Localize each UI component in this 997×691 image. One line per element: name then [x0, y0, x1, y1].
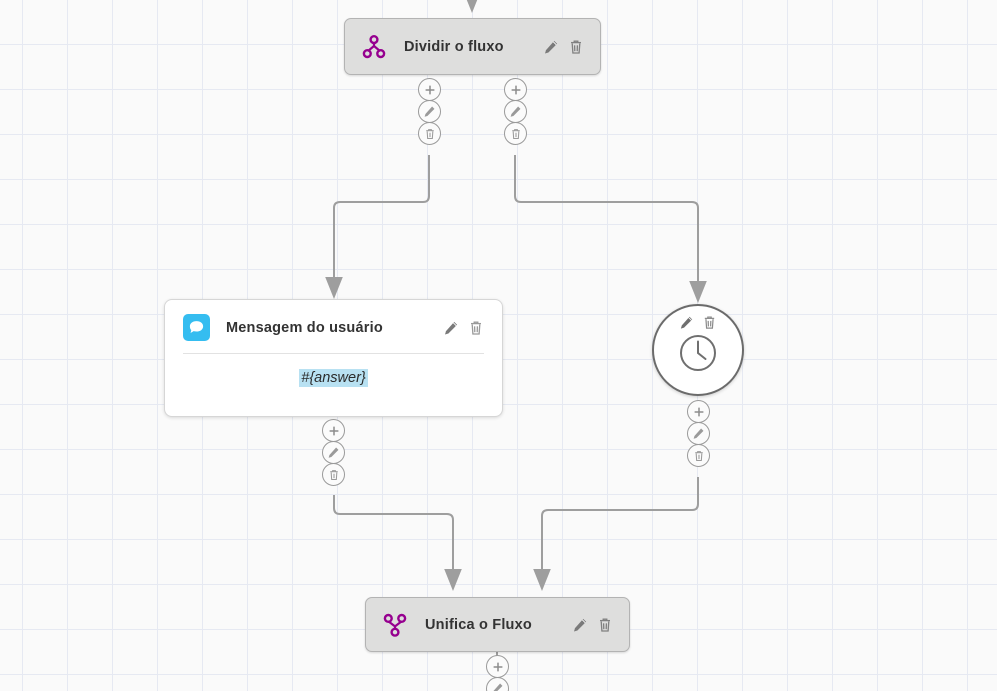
- add-node-button[interactable]: [504, 78, 527, 101]
- edit-icon[interactable]: [418, 100, 441, 123]
- edit-icon[interactable]: [322, 441, 345, 464]
- handle-stack-split-left[interactable]: [418, 78, 441, 145]
- edge-split-to-delay: [514, 155, 707, 303]
- node-merge-flow[interactable]: Unifica o Fluxo: [365, 597, 630, 652]
- edge-split-to-message: [325, 155, 430, 299]
- delete-icon[interactable]: [687, 444, 710, 467]
- node-split-title: Dividir o fluxo: [404, 38, 504, 55]
- node-merge-title: Unifica o Fluxo: [425, 616, 532, 633]
- message-variable: #{answer}: [299, 369, 368, 387]
- edit-icon[interactable]: [572, 617, 588, 633]
- node-message-actions: [443, 320, 484, 336]
- delete-icon[interactable]: [702, 315, 717, 330]
- edge-delay-to-merge: [533, 477, 699, 591]
- node-merge-actions: [572, 617, 613, 633]
- delete-icon[interactable]: [597, 617, 613, 633]
- divider: [183, 353, 484, 354]
- node-delay-actions: [679, 315, 717, 330]
- node-user-message[interactable]: Mensagem do usuário: [164, 299, 503, 417]
- node-message-body: #{answer}: [165, 354, 502, 405]
- handle-stack-split-right[interactable]: [504, 78, 527, 145]
- add-node-button[interactable]: [687, 400, 710, 423]
- edge-message-to-merge: [333, 495, 462, 591]
- delete-icon[interactable]: [468, 320, 484, 336]
- delete-icon[interactable]: [322, 463, 345, 486]
- add-node-button[interactable]: [486, 655, 509, 678]
- node-split-flow[interactable]: Dividir o fluxo: [344, 18, 601, 75]
- handle-stack-delay[interactable]: [687, 400, 710, 467]
- edit-icon[interactable]: [443, 320, 459, 336]
- delete-icon[interactable]: [568, 39, 584, 55]
- clock-icon: [677, 332, 719, 379]
- handle-stack-message[interactable]: [322, 419, 345, 486]
- edit-icon[interactable]: [543, 39, 559, 55]
- delete-icon[interactable]: [504, 122, 527, 145]
- chat-bubble-icon: [183, 314, 210, 341]
- add-node-button[interactable]: [418, 78, 441, 101]
- delete-icon[interactable]: [418, 122, 441, 145]
- edit-icon[interactable]: [486, 677, 509, 691]
- node-message-header: Mensagem do usuário: [165, 300, 502, 353]
- node-split-actions: [543, 39, 584, 55]
- split-flow-icon: [361, 34, 387, 60]
- edit-icon[interactable]: [687, 422, 710, 445]
- edit-icon[interactable]: [504, 100, 527, 123]
- node-delay[interactable]: [652, 304, 744, 396]
- add-node-button[interactable]: [322, 419, 345, 442]
- handle-stack-merge[interactable]: [486, 655, 509, 691]
- edit-icon[interactable]: [679, 315, 694, 330]
- merge-flow-icon: [382, 612, 408, 638]
- node-message-title: Mensagem do usuário: [226, 319, 383, 336]
